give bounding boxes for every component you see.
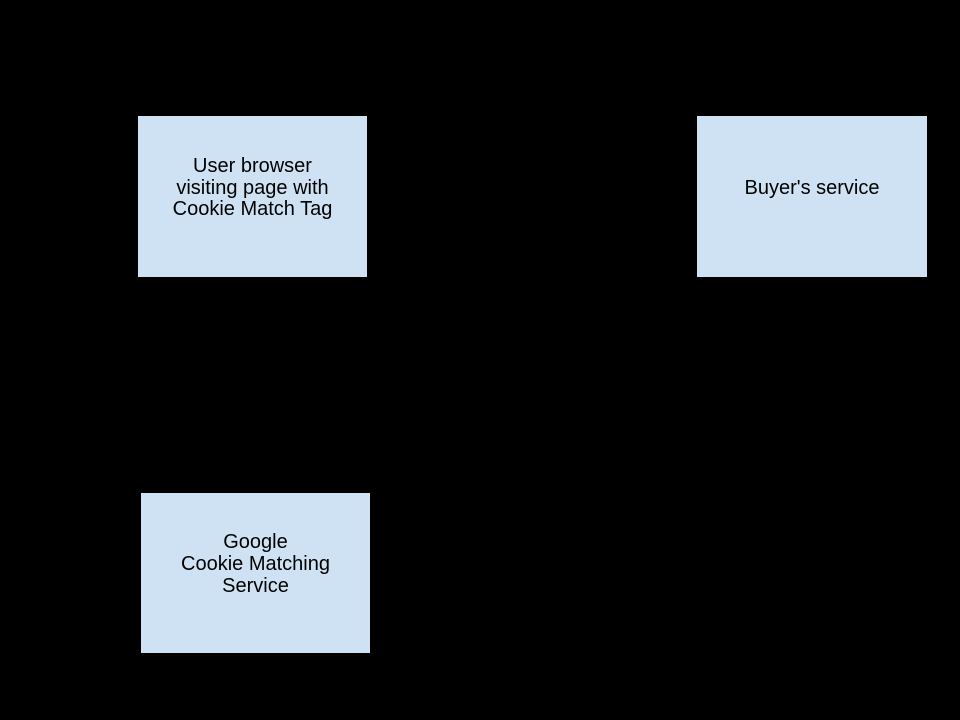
box-user-browser: User browser visiting page with Cookie M… bbox=[137, 115, 368, 278]
box-google-cookie-matching-service-label: Google Cookie Matching Service bbox=[181, 531, 330, 597]
box-buyers-service: Buyer's service bbox=[696, 115, 928, 278]
box-buyers-service-label: Buyer's service bbox=[744, 176, 880, 199]
box-user-browser-label: User browser visiting page with Cookie M… bbox=[172, 154, 333, 221]
box-google-cookie-matching-service: Google Cookie Matching Service bbox=[140, 492, 371, 654]
